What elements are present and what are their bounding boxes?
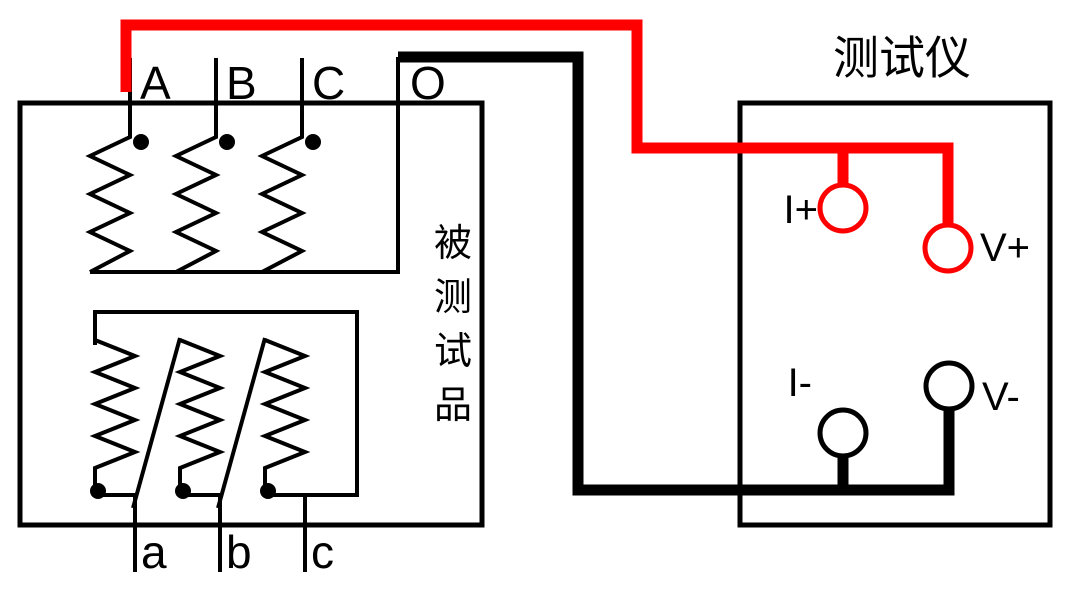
polarity-dot-secondary-b [175,483,191,499]
device-under-test-box [17,100,485,528]
delta-jumper-1 [131,337,182,509]
delta-jumper-2 [216,337,267,509]
terminal-label-A: A [140,57,171,109]
terminal-label-c: c [311,526,334,578]
black-test-lead [398,51,955,496]
terminal-label-a: a [141,526,167,578]
label-v-plus: V+ [980,226,1030,270]
secondary-winding-c [259,338,311,572]
terminal-label-B: B [226,57,257,109]
primary-winding-a [85,58,135,274]
polarity-dot-secondary-c [260,483,276,499]
tester-title: 测试仪 [833,32,971,84]
primary-winding-c [257,58,307,274]
neutral-bus [90,57,400,274]
device-label-char-1: 被 [434,223,472,265]
label-i-plus: I+ [784,188,818,232]
terminal-i-minus [817,407,869,459]
tester-box [737,100,1053,528]
delta-frame [93,310,359,497]
primary-winding-b [171,58,221,274]
terminal-v-plus [922,222,974,274]
polarity-dot-secondary-a [90,483,106,499]
terminal-label-O: O [410,57,446,109]
polarity-dot-primary-a [133,134,149,150]
device-label-char-4: 品 [434,385,472,427]
secondary-winding-a [89,338,141,572]
terminal-v-minus [923,360,975,412]
terminal-i-plus [817,182,869,234]
label-i-minus: I- [788,361,812,405]
device-label-char-3: 试 [434,331,472,373]
polarity-dot-primary-b [219,134,235,150]
polarity-dot-primary-c [305,134,321,150]
terminal-label-C: C [312,57,345,109]
red-test-lead [120,19,954,226]
label-v-minus: V- [982,375,1020,419]
device-label-char-2: 测 [434,277,472,319]
secondary-winding-b [174,338,226,572]
terminal-label-b: b [226,526,252,578]
